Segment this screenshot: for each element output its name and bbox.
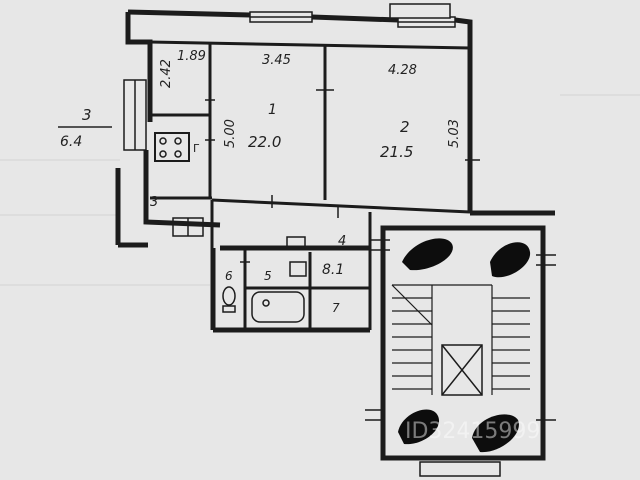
room-4-number: 4 bbox=[338, 234, 346, 249]
room-3-area: 6.4 bbox=[60, 134, 82, 150]
interior-walls bbox=[149, 40, 471, 330]
room-3-side-label: 3 bbox=[150, 195, 158, 210]
washbasin-icon bbox=[286, 236, 307, 277]
toilet-icon bbox=[222, 286, 236, 313]
room-2-number: 2 bbox=[400, 118, 410, 136]
sink-icon bbox=[172, 217, 204, 237]
redaction-marks bbox=[398, 238, 531, 453]
room-1-number: 1 bbox=[268, 102, 277, 118]
door-markers bbox=[205, 89, 480, 263]
dimension-room-1-top: 3.45 bbox=[262, 53, 291, 68]
elevator-shaft bbox=[441, 344, 483, 396]
dimension-room-2-top: 4.28 bbox=[388, 63, 417, 78]
exterior-walls bbox=[115, 9, 555, 333]
dimension-small-top: 1.89 bbox=[177, 49, 206, 64]
bathtub-icon bbox=[251, 291, 305, 323]
windows bbox=[123, 3, 501, 477]
room-1-area: 22.0 bbox=[248, 133, 281, 151]
room-7-number: 7 bbox=[332, 301, 340, 315]
stove-icon bbox=[154, 132, 190, 162]
dimension-room-2-side: 5.03 bbox=[447, 119, 462, 148]
background-grid bbox=[0, 94, 640, 286]
watermark: ID32415999 bbox=[405, 419, 540, 444]
dimension-small-side: 2.42 bbox=[159, 59, 174, 88]
room-4-area: 8.1 bbox=[322, 262, 344, 278]
room-5-number: 5 bbox=[264, 269, 272, 283]
dimension-room-1-side: 5.00 bbox=[223, 119, 238, 148]
stairwell bbox=[365, 225, 556, 461]
room-2-area: 21.5 bbox=[380, 143, 413, 161]
stove-letter: Г bbox=[193, 142, 200, 155]
room-6-number: 6 bbox=[225, 269, 233, 283]
room-3-number: 3 bbox=[82, 106, 92, 124]
